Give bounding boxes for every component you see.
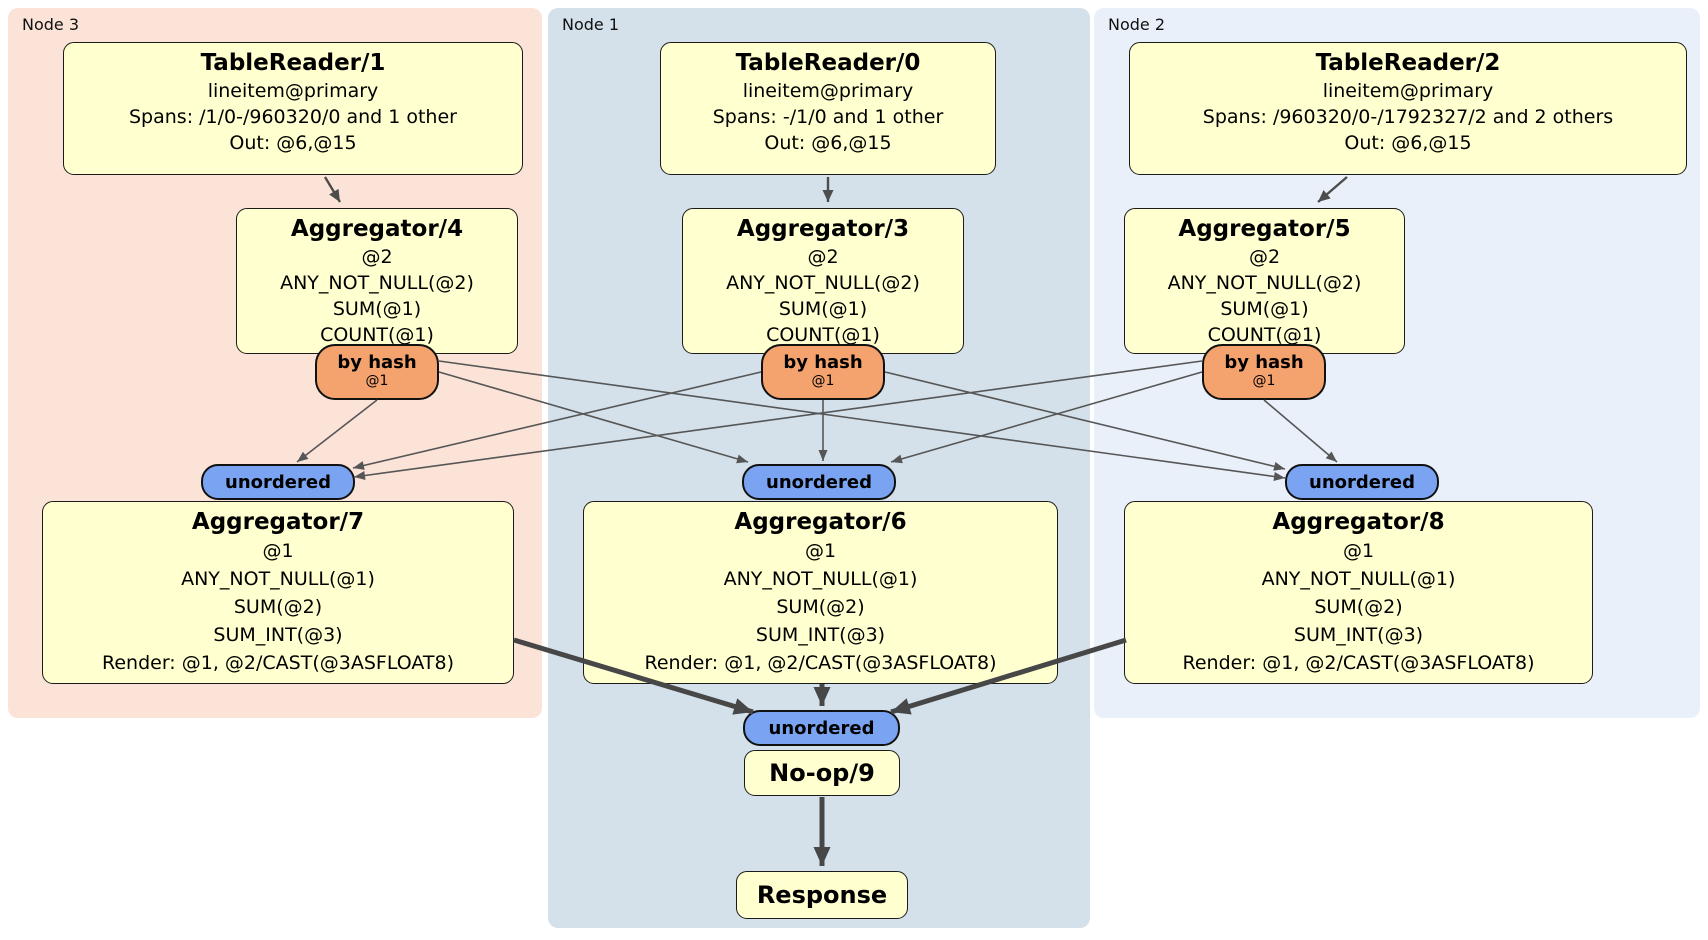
hash-router-node1: by hash @1 (761, 344, 885, 400)
processor-detail-line: SUM(@1) (778, 298, 868, 320)
node-group-3-label: Node 3 (22, 15, 80, 34)
sync-label: unordered (768, 717, 875, 739)
processor-response: Response (736, 871, 908, 919)
processor-title: TableReader/2 (1315, 50, 1501, 76)
processor-detail-line: Spans: /1/0-/960320/0 and 1 other (129, 106, 457, 128)
processor-detail-line: ANY_NOT_NULL(@2) (1167, 272, 1362, 294)
hash-router-label: by hash (783, 352, 863, 373)
hash-router-detail: @1 (1252, 373, 1276, 389)
processor-title: No-op/9 (769, 759, 875, 787)
processor-detail-line: ANY_NOT_NULL(@2) (280, 272, 474, 294)
processor-detail-line: SUM_INT(@3) (1293, 624, 1424, 646)
processor-aggregator-7: Aggregator/7 @1 ANY_NOT_NULL(@1) SUM(@2)… (42, 501, 514, 684)
sync-label: unordered (766, 471, 872, 493)
processor-title: Aggregator/6 (734, 509, 907, 535)
processor-tablereader-1: TableReader/1 lineitem@primary Spans: /1… (63, 42, 523, 175)
processor-detail-line: @2 (1248, 246, 1281, 268)
processor-detail-line: ANY_NOT_NULL(@2) (726, 272, 920, 294)
processor-detail-line: SUM(@1) (332, 298, 422, 320)
processor-detail-line: ANY_NOT_NULL(@1) (181, 568, 375, 590)
processor-title: Aggregator/3 (736, 216, 910, 242)
processor-title: TableReader/1 (200, 50, 386, 76)
processor-detail-line: lineitem@primary (742, 80, 914, 102)
node-group-1-label: Node 1 (562, 15, 620, 34)
processor-title: Aggregator/5 (1178, 216, 1351, 242)
processor-aggregator-8: Aggregator/8 @1 ANY_NOT_NULL(@1) SUM(@2)… (1124, 501, 1593, 684)
sync-label: unordered (225, 471, 331, 493)
processor-aggregator-3: Aggregator/3 @2 ANY_NOT_NULL(@2) SUM(@1)… (682, 208, 964, 354)
processor-detail-line: ANY_NOT_NULL(@1) (723, 568, 918, 590)
processor-detail-line: @1 (804, 540, 837, 562)
sync-label: unordered (1309, 471, 1415, 493)
processor-detail-line: SUM(@1) (1220, 298, 1309, 320)
processor-detail-line: Out: @6,@15 (229, 132, 357, 154)
processor-noop-9: No-op/9 (744, 750, 900, 796)
processor-detail-line: Out: @6,@15 (764, 132, 892, 154)
hash-router-detail: @1 (811, 373, 835, 389)
processor-aggregator-6: Aggregator/6 @1 ANY_NOT_NULL(@1) SUM(@2)… (583, 501, 1058, 684)
processor-detail-line: SUM_INT(@3) (213, 624, 343, 646)
processor-detail-line: @1 (1342, 540, 1375, 562)
processor-tablereader-2: TableReader/2 lineitem@primary Spans: /9… (1129, 42, 1687, 175)
processor-aggregator-5: Aggregator/5 @2 ANY_NOT_NULL(@2) SUM(@1)… (1124, 208, 1405, 354)
node-group-2-label: Node 2 (1108, 15, 1166, 34)
processor-detail-line: Render: @1, @2/CAST(@3ASFLOAT8) (1182, 652, 1535, 674)
processor-title: Aggregator/8 (1272, 509, 1445, 535)
processor-detail-line: @2 (807, 246, 839, 268)
processor-detail-line: SUM(@2) (233, 596, 323, 618)
processor-detail-line: lineitem@primary (207, 80, 379, 102)
hash-router-label: by hash (1224, 352, 1304, 373)
sync-unordered-final: unordered (743, 710, 900, 746)
processor-detail-line: Render: @1, @2/CAST(@3ASFLOAT8) (102, 652, 454, 674)
processor-tablereader-0: TableReader/0 lineitem@primary Spans: -/… (660, 42, 996, 175)
processor-detail-line: @1 (262, 540, 294, 562)
processor-detail-line: SUM_INT(@3) (755, 624, 886, 646)
processor-detail-line: Spans: -/1/0 and 1 other (712, 106, 944, 128)
processor-title: Response (756, 881, 888, 909)
processor-title: Aggregator/7 (191, 509, 365, 535)
hash-router-node3: by hash @1 (315, 344, 439, 400)
processor-detail-line: @2 (361, 246, 393, 268)
processor-title: Aggregator/4 (290, 216, 464, 242)
sync-unordered-node2: unordered (1285, 464, 1439, 500)
processor-aggregator-4: Aggregator/4 @2 ANY_NOT_NULL(@2) SUM(@1)… (236, 208, 518, 354)
hash-router-detail: @1 (365, 373, 389, 389)
hash-router-label: by hash (337, 352, 417, 373)
processor-detail-line: ANY_NOT_NULL(@1) (1261, 568, 1456, 590)
processor-title: TableReader/0 (735, 50, 921, 76)
processor-detail-line: SUM(@2) (776, 596, 865, 618)
processor-detail-line: SUM(@2) (1314, 596, 1403, 618)
processor-detail-line: COUNT(@1) (766, 324, 880, 346)
processor-detail-line: COUNT(@1) (1207, 324, 1322, 346)
processor-detail-line: Spans: /960320/0-/1792327/2 and 2 others (1202, 106, 1614, 128)
processor-detail-line: lineitem@primary (1322, 80, 1494, 102)
processor-detail-line: Out: @6,@15 (1344, 132, 1472, 154)
hash-router-node2: by hash @1 (1202, 344, 1326, 400)
sync-unordered-node1: unordered (742, 464, 896, 500)
processor-detail-line: COUNT(@1) (320, 324, 434, 346)
processor-detail-line: Render: @1, @2/CAST(@3ASFLOAT8) (644, 652, 997, 674)
sync-unordered-node3: unordered (201, 464, 355, 500)
